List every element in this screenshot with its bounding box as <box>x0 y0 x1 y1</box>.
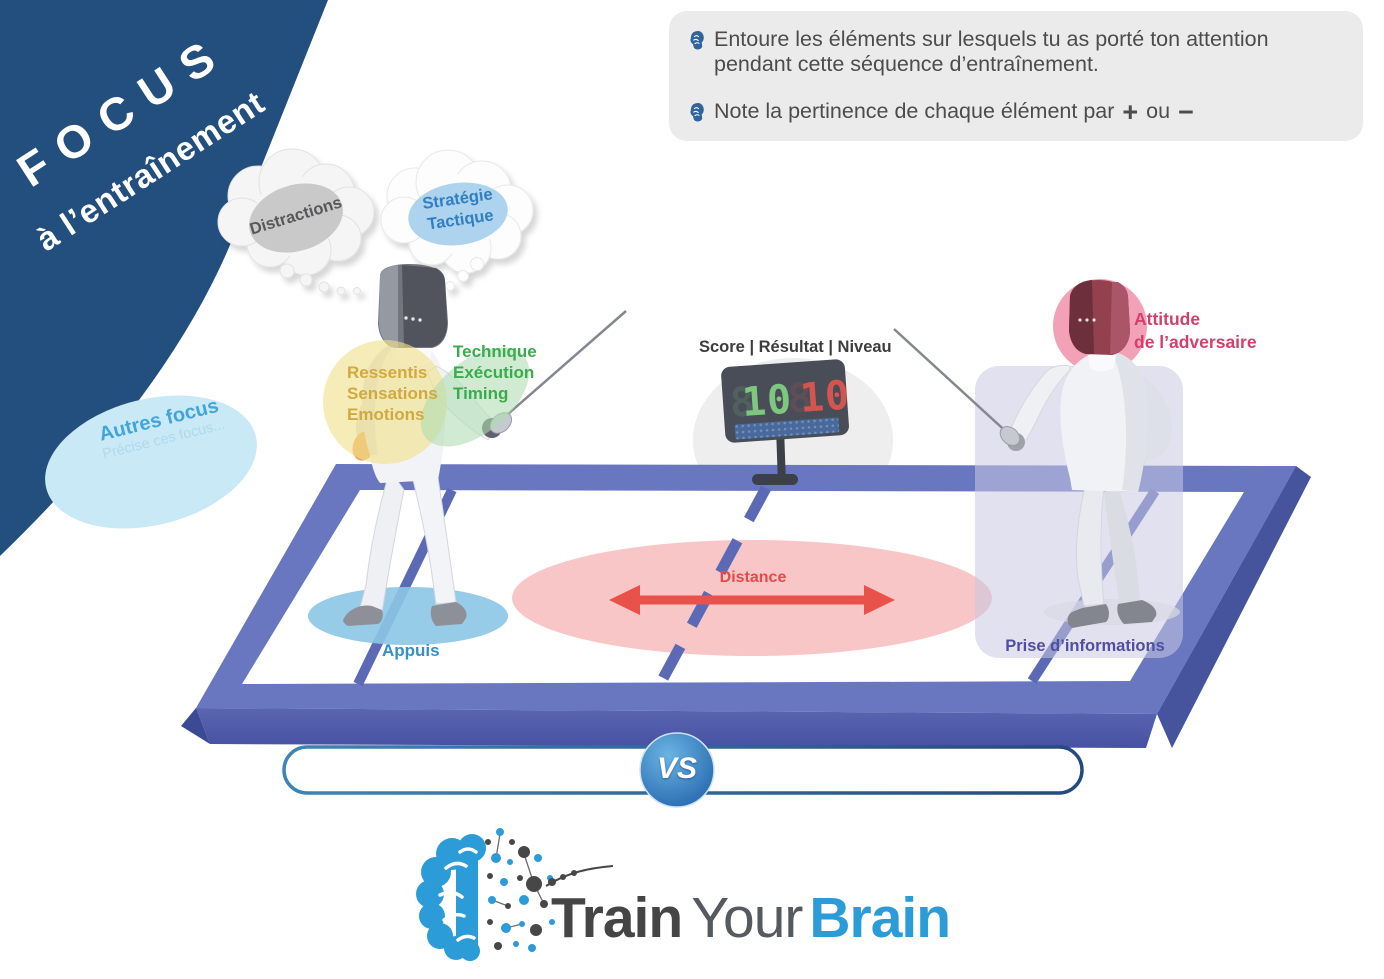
centre-line <box>655 485 771 687</box>
instruction-item: Entoure les éléments sur lesquels tu as … <box>689 27 1339 77</box>
distance-arrow <box>609 585 895 615</box>
instruction-text-main: Note la pertinence de chaque élément par <box>714 98 1115 123</box>
appuis-label: Appuis <box>382 641 440 660</box>
logo-word-train: Train <box>551 886 683 950</box>
logo-epee <box>545 865 614 887</box>
brain-bullet-icon <box>689 30 707 57</box>
train-your-brain-wordmark: Train Your Brain <box>551 886 951 950</box>
technique-label: Technique Exécution Timing <box>453 342 537 404</box>
autres-focus-ellipse <box>45 395 257 529</box>
instruction-text: Note la pertinence de chaque élément par… <box>714 96 1196 127</box>
score-ghost-left: 8 <box>729 379 756 427</box>
attitude-adversaire-label: Attitude de l’adversaire <box>1134 309 1257 352</box>
score-right: 10 <box>798 373 851 422</box>
instruction-item: Note la pertinence de chaque élément par… <box>689 96 1339 129</box>
shoe-left-front <box>430 602 467 626</box>
instruction-text: Entoure les éléments sur lesquels tu as … <box>714 27 1269 76</box>
brain-bullet-icon <box>689 102 707 129</box>
technique-zone <box>420 347 530 447</box>
instructions-panel: Entoure les éléments sur lesquels tu as … <box>669 11 1363 141</box>
instruction-or: ou <box>1146 98 1171 123</box>
scoreboard-label: Score | Résultat | Niveau <box>699 338 892 356</box>
shoe-right-back <box>1117 600 1157 624</box>
logo-word-brain: Brain <box>809 886 951 950</box>
distance-label: Distance <box>719 569 787 586</box>
sword-right-fencer <box>893 328 1013 438</box>
strategie-bubble <box>380 149 534 291</box>
shoe-left-back <box>343 605 383 626</box>
score-left: 10 <box>741 377 794 426</box>
brain-logo-icon <box>416 828 614 961</box>
vs-badge <box>639 732 715 808</box>
distractions-ellipse <box>249 183 343 253</box>
appuis-ellipse <box>308 587 508 645</box>
ressentis-label: Ressentis Sensations Emotions <box>347 363 438 425</box>
strategie-ellipse <box>408 182 508 246</box>
sword-left-fencer <box>499 310 627 422</box>
plus-sign: + <box>1122 96 1139 127</box>
score-ghost-right: 8 <box>786 375 813 423</box>
prise-informations-label: Prise d’informations <box>1005 637 1165 655</box>
distractions-bubble <box>217 148 375 296</box>
scoreboard: 10 8 10 8 <box>721 359 852 485</box>
corner-banner <box>0 0 328 556</box>
fencer-right <box>893 279 1180 628</box>
ressentis-zone <box>323 340 447 464</box>
logo-word-your: Your <box>691 886 803 950</box>
vs-badge-label: VS <box>656 752 698 785</box>
logo-dots <box>485 828 555 952</box>
minus-sign: − <box>1178 96 1194 127</box>
shoe-right-front <box>1067 604 1109 628</box>
